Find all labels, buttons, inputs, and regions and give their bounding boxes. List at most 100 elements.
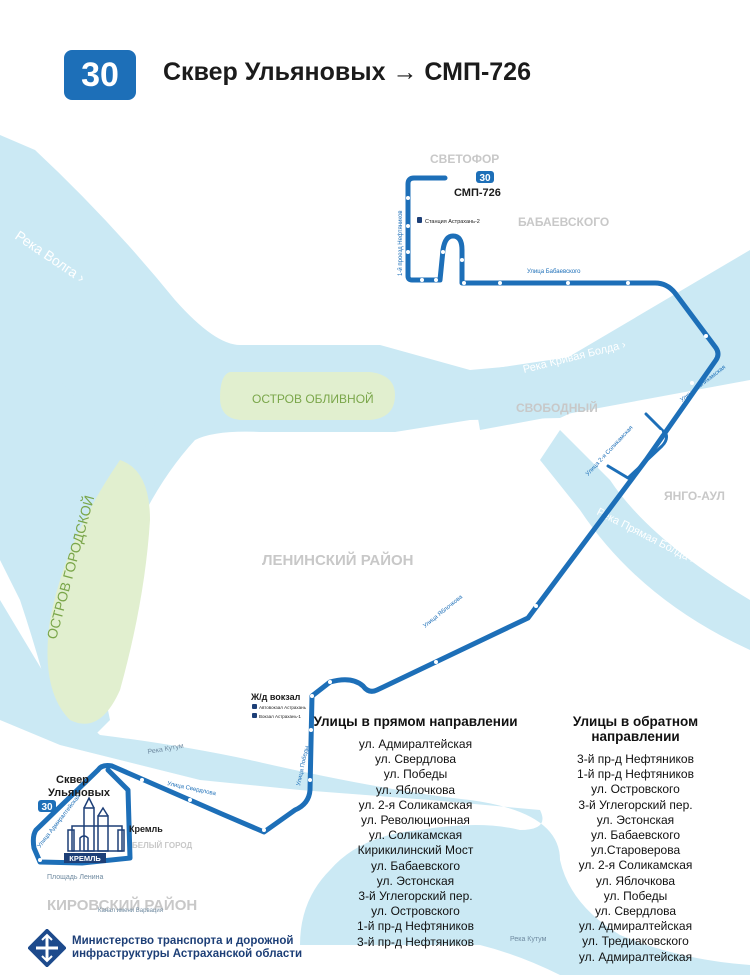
stop-dot <box>658 430 662 434</box>
stop-dot <box>310 694 314 698</box>
list-item: ул. Адмиралтейская <box>578 919 693 934</box>
stop-dot <box>308 778 312 782</box>
list-item: ул. 2-я Соликамская <box>358 797 473 812</box>
terminus-start-badge <box>38 800 56 812</box>
label-river-kutum-2: Река Кутум <box>510 936 547 943</box>
stop-dot <box>434 278 438 282</box>
terminus-end-name: СМП-726 <box>454 187 501 199</box>
stop-dot <box>262 828 266 832</box>
stop-dot <box>566 281 570 285</box>
list-item: ул.Староверова <box>590 843 681 858</box>
ministry-line2: инфраструктуры Астраханской области <box>72 948 303 960</box>
list-item: ул. Свердлова <box>594 904 677 919</box>
station-astrakhan2: Станция Астрахань-2 <box>417 217 480 225</box>
railway-station: Ж/д вокзал Автовокзал Астрахань Вокзал А… <box>250 692 307 719</box>
backward-streets-panel: Улицы в обратном направлении 3-й пр-д Не… <box>528 714 743 965</box>
list-item: ул. Адмиралтейская <box>578 949 693 964</box>
terminus-start-line1: Сквер <box>56 774 89 786</box>
stop-dot <box>406 196 410 200</box>
list-item: 3-й пр-д Нефтяников <box>577 752 694 766</box>
list-item: ул. Бабаевского <box>591 828 680 843</box>
stop-dot <box>38 858 42 862</box>
ministry-footer: Министерство транспорта и дорожной инфра… <box>28 929 328 969</box>
stop-dot <box>434 660 438 664</box>
list-item: ул. Адмиралтейская <box>358 737 473 751</box>
stop-dot <box>534 604 538 608</box>
kremlin-icon <box>67 796 125 852</box>
route-main-path <box>30 175 721 866</box>
kremlin: КРЕМЛЬ Кремль <box>64 796 163 863</box>
stop-dot <box>626 281 630 285</box>
route-loop <box>606 412 668 480</box>
backward-heading: Улицы в обратном направлении <box>572 714 699 744</box>
stop-dot <box>441 250 445 254</box>
list-item: ул. Бабаевского <box>371 858 460 873</box>
kutum-river <box>0 600 750 975</box>
krivaya-bolda <box>470 330 750 430</box>
label-yango-aul: ЯНГО-АУЛ <box>664 489 725 503</box>
train-icon-2 <box>252 713 257 718</box>
stop-dot <box>188 798 192 802</box>
railway-sub1: Автовокзал Астрахань <box>259 705 307 710</box>
label-babaevskogo-district: БАБАЕВСКОГО <box>518 215 609 229</box>
list-item: 3-й пр-д Нефтяников <box>357 934 474 949</box>
stop-dot <box>406 224 410 228</box>
label-kirovsky: КИРОВСКИЙ РАЙОН <box>47 896 197 914</box>
railway-sub2: Вокзал Астрахань-1 <box>259 714 301 719</box>
island-oblivnoy <box>220 372 395 420</box>
list-item: ул. Победы <box>603 888 668 903</box>
volga-upper <box>0 210 165 470</box>
bus-icon <box>252 704 257 709</box>
label-street-solikamskaya: Улица 2-я Соликамская <box>585 425 634 477</box>
label-canal: Канал имени Варвация <box>98 908 163 914</box>
kremlin-icon-label: КРЕМЛЬ <box>69 854 101 863</box>
stop-dot <box>460 258 464 262</box>
terminus-start-line2: Ульяновых <box>48 787 111 799</box>
list-item: ул. Эстонская <box>376 873 455 888</box>
ministry-line1: Министерство транспорта и дорожной <box>72 935 294 947</box>
route-stops <box>38 196 708 862</box>
stop-dot <box>420 278 424 282</box>
kremlin-label: Кремль <box>129 824 163 834</box>
stop-dot <box>462 281 466 285</box>
railway-title: Ж/д вокзал <box>250 692 301 702</box>
stop-dot <box>406 250 410 254</box>
list-item: ул. Победы <box>383 767 448 782</box>
stop-dot <box>328 680 332 684</box>
terminus-start: Сквер Ульяновых 30 <box>38 774 111 813</box>
label-leninsky: ЛЕНИНСКИЙ РАЙОН <box>262 551 414 569</box>
list-item: ул. Тредиаковского <box>582 934 689 949</box>
stop-dot <box>690 381 694 385</box>
label-street-neftyanikov: 1-й проезд Нефтяников <box>397 210 404 276</box>
terminus-start-name: Сквер Ульяновых <box>48 774 111 799</box>
list-item: ул. Эстонская <box>596 812 675 827</box>
ministry-name: Министерство транспорта и дорожной инфра… <box>72 935 302 961</box>
island-gorodskoy <box>47 460 150 724</box>
list-item: ул. Яблочкова <box>375 782 456 797</box>
label-svetofor: СВЕТОФОР <box>430 152 499 166</box>
list-item: ул. Яблочкова <box>595 873 676 888</box>
forward-streets-panel: Улицы в прямом направлении ул. Адмиралте… <box>308 714 523 950</box>
terminus-end: 30 СМП-726 <box>454 171 501 199</box>
terminus-start-badge-text: 30 <box>41 802 53 813</box>
ministry-logo-icon <box>28 929 66 967</box>
label-island-oblivnoy: ОСТРОВ ОБЛИВНОЙ <box>252 391 374 406</box>
list-item: 3-й Углегорский пер. <box>578 797 693 812</box>
list-item: 3-й Углегорский пер. <box>358 889 473 904</box>
stop-dot <box>309 728 313 732</box>
label-street-yablochkova: Улица Яблочкова <box>422 594 464 630</box>
label-bely-gorod: БЕЛЫЙ ГОРОД <box>132 841 193 850</box>
forward-heading: Улицы в прямом направлении <box>313 714 518 729</box>
list-item: ул. 2-я Соликамская <box>578 858 693 873</box>
route-title: Сквер Ульяновых → СМП-726 <box>163 58 531 86</box>
list-item: 1-й пр-д Нефтяников <box>357 919 474 934</box>
list-item: Кирикилинский Мост <box>357 843 474 858</box>
stop-dot <box>498 281 502 285</box>
route-number-badge: 30 <box>64 50 136 100</box>
list-item: ул. Островского <box>591 782 680 797</box>
label-svobodny: СВОБОДНЫЙ <box>516 400 598 415</box>
list-item: ул. Свердлова <box>374 752 457 767</box>
terminus-end-badge <box>476 171 494 183</box>
label-street-babaevskogo: Улица Бабаевского <box>527 269 581 275</box>
